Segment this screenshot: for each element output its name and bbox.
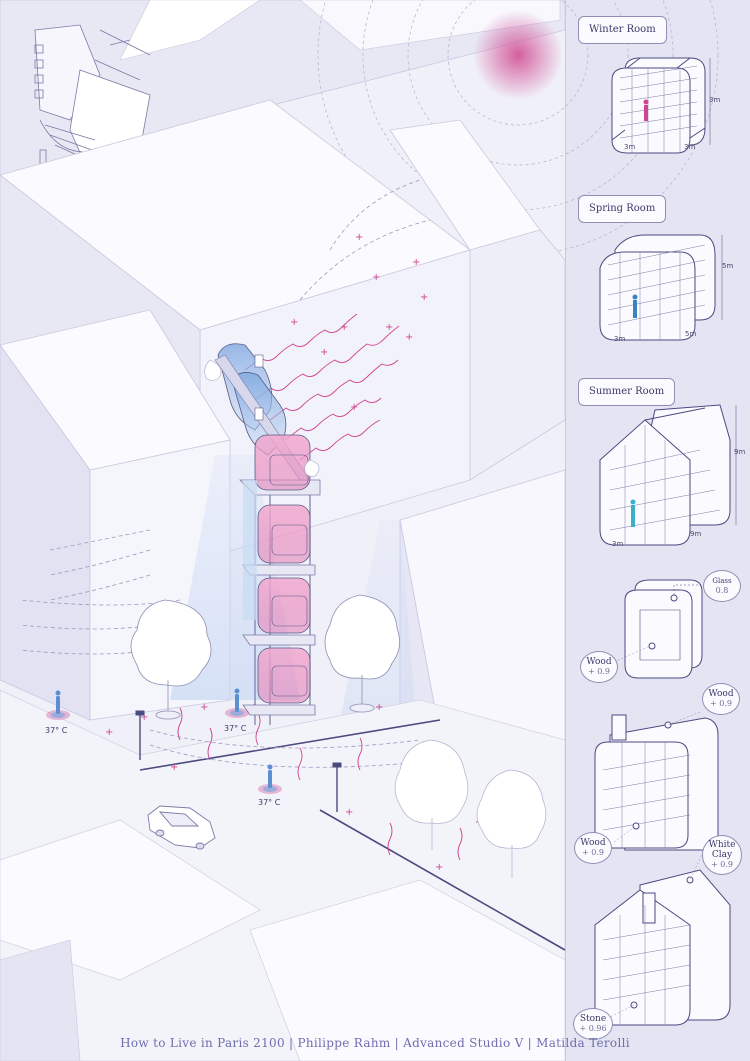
- tree-icon: [324, 594, 400, 713]
- summer-room-diagram: [599, 404, 737, 546]
- svg-text:+: +: [345, 807, 353, 818]
- glass-material-bubble: Glass 0.8: [703, 570, 741, 602]
- wood-material-bubble: Wood + 0.9: [702, 683, 740, 715]
- stone-room-section: [594, 869, 731, 1026]
- person-icon: [225, 688, 249, 718]
- temperature-label: 37° C: [45, 726, 68, 735]
- svg-text:+: +: [200, 702, 208, 713]
- material-value: + 0.9: [588, 667, 610, 676]
- spring-room-label: Spring Room: [578, 195, 667, 223]
- material-name: Glass: [712, 577, 732, 585]
- glass-room-section: [624, 579, 703, 679]
- svg-text:+: +: [350, 402, 358, 413]
- svg-text:+: +: [340, 322, 348, 333]
- tower: [214, 343, 321, 725]
- svg-text:+: +: [290, 317, 298, 328]
- sun-icon: [473, 10, 563, 100]
- temperature-label: 37° C: [224, 724, 247, 733]
- material-name: Wood: [580, 838, 606, 848]
- material-value: + 0.9: [711, 860, 733, 869]
- svg-text:+: +: [320, 347, 328, 358]
- stone-material-bubble: Stone + 0.96: [573, 1008, 613, 1040]
- svg-text:+: +: [385, 322, 393, 333]
- person-icon: [258, 764, 282, 794]
- winter-room-label: Winter Room: [578, 16, 667, 44]
- material-value: + 0.96: [579, 1024, 607, 1033]
- credits-footer: How to Live in Paris 2100 | Philippe Rah…: [120, 1036, 630, 1050]
- spring-height-dim: 5m: [722, 262, 734, 270]
- winter-room-diagram: [611, 57, 711, 154]
- material-name: White: [708, 840, 736, 850]
- svg-text:+: +: [355, 232, 363, 243]
- material-name: Clay: [711, 850, 733, 860]
- summer-height-dim: 9m: [734, 448, 746, 456]
- wood-room-section: [594, 714, 719, 851]
- winter-depth-dim: 3m: [684, 143, 696, 151]
- car-icon: [147, 805, 216, 850]
- spring-room-diagram: [599, 234, 723, 341]
- winter-height-dim: 3m: [709, 96, 721, 104]
- material-name: Stone: [579, 1014, 607, 1024]
- winter-width-dim: 3m: [624, 143, 636, 151]
- summer-width-dim: 3m: [612, 540, 624, 548]
- street-lamp-icon: [135, 710, 342, 812]
- svg-text:+: +: [375, 702, 383, 713]
- spring-width-dim: 3m: [614, 335, 626, 343]
- svg-text:+: +: [140, 712, 148, 723]
- summer-depth-dim: 9m: [690, 530, 702, 538]
- svg-text:+: +: [412, 257, 420, 268]
- svg-text:+: +: [420, 292, 428, 303]
- svg-text:+: +: [372, 272, 380, 283]
- material-name: Wood: [708, 689, 734, 699]
- material-name: Wood: [586, 657, 612, 667]
- material-value: 0.8: [715, 586, 729, 595]
- svg-text:+: +: [170, 762, 178, 773]
- svg-text:+: +: [105, 727, 113, 738]
- material-value: + 0.9: [710, 699, 732, 708]
- tree-icon: [130, 599, 212, 720]
- spring-depth-dim: 5m: [685, 330, 697, 338]
- summer-room-label: Summer Room: [578, 378, 676, 406]
- material-value: + 0.9: [582, 848, 604, 857]
- svg-text:+: +: [405, 332, 413, 343]
- wood-material-bubble: Wood + 0.9: [574, 832, 612, 864]
- white-clay-material-bubble: White Clay + 0.9: [702, 835, 742, 875]
- temperature-label: 37° C: [258, 798, 281, 807]
- tree-icon: [394, 739, 547, 878]
- wood-material-bubble: Wood + 0.9: [580, 651, 618, 683]
- person-icon: [46, 690, 70, 720]
- svg-text:+: +: [435, 862, 443, 873]
